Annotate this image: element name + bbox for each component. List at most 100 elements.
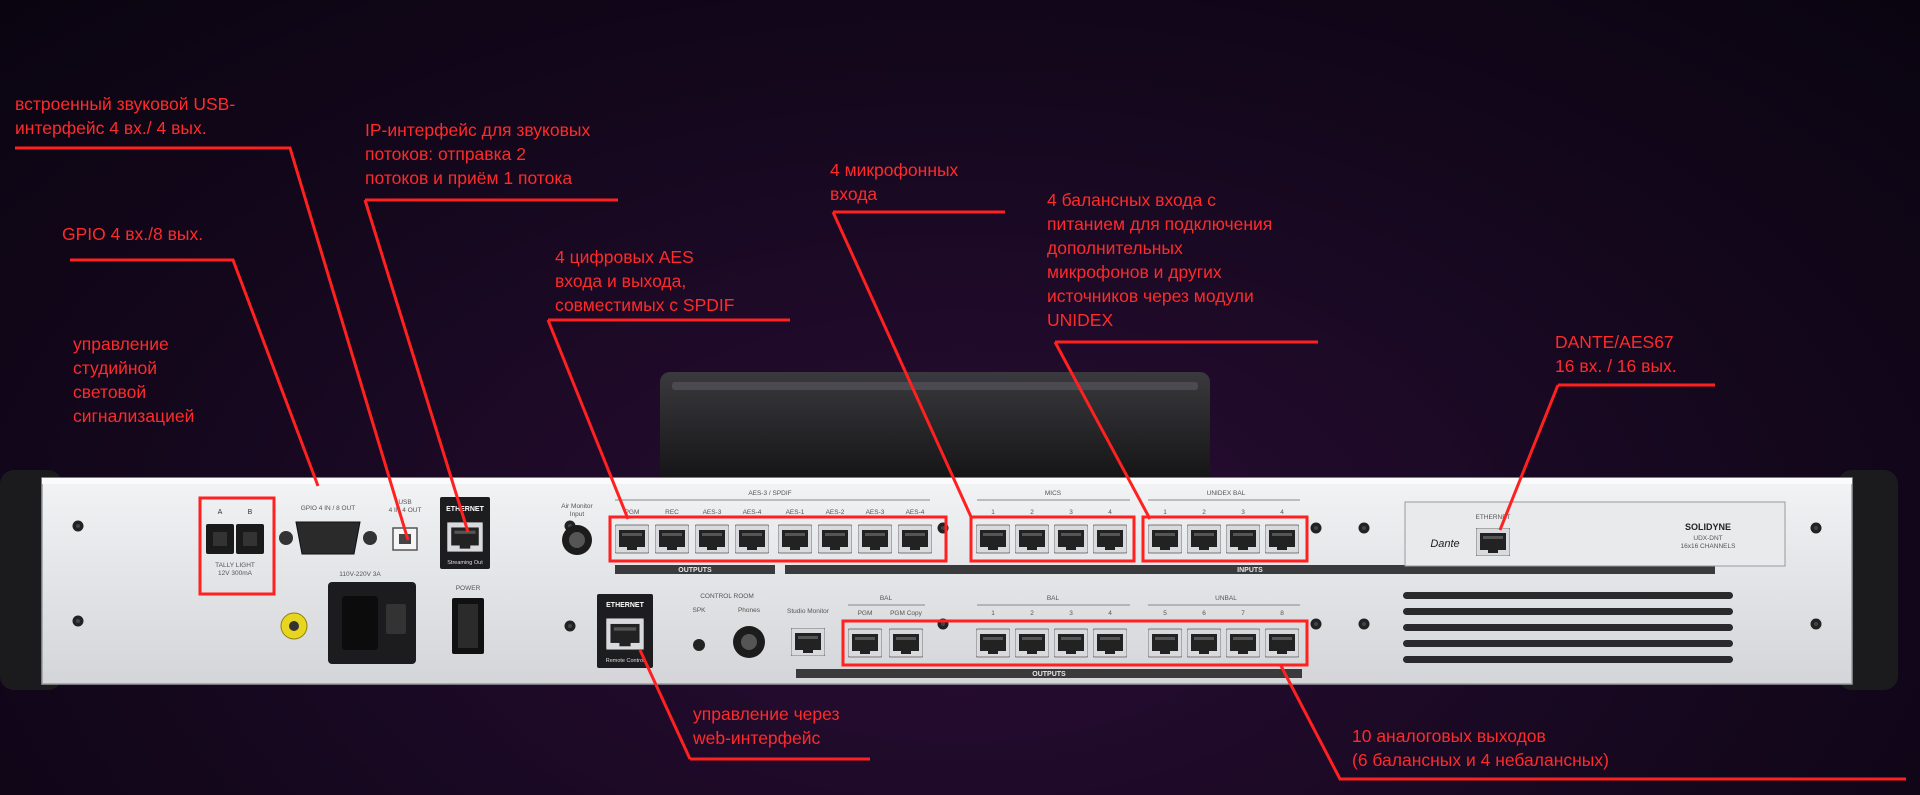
- screw: [1810, 522, 1822, 534]
- phones-jack[interactable]: [733, 626, 765, 658]
- annotation-mics: 4 микрофонных входа: [830, 160, 959, 204]
- spk-jack[interactable]: [693, 639, 705, 651]
- bal-pgm-port[interactable]: [848, 628, 882, 658]
- brand-label: SOLIDYNE: [1685, 522, 1731, 532]
- unbal-out-label: 5: [1163, 610, 1167, 617]
- aes-out-port[interactable]: [615, 524, 649, 554]
- air-monitor-jack[interactable]: [562, 525, 592, 555]
- annotation-usb: встроенный звуковой USB- интерфейс 4 вх.…: [15, 94, 236, 138]
- tally-rating-label: 12V 300mA: [218, 570, 253, 577]
- leader-unidex: [1053, 341, 1152, 520]
- unidex-label: 1: [1163, 509, 1167, 516]
- aes-highlight: [608, 515, 948, 563]
- annotation-dante: DANTE/AES67 16 вх. / 16 вых.: [1555, 332, 1677, 376]
- mic-port[interactable]: [1015, 524, 1049, 554]
- phones-label: Phones: [738, 607, 761, 614]
- unbal-out-port[interactable]: [1226, 628, 1260, 658]
- unidex-port[interactable]: [1226, 524, 1260, 554]
- unidex-group-label: UNIDEX BAL: [1207, 490, 1246, 497]
- unbal-out-port[interactable]: [1148, 628, 1182, 658]
- aes-out-port[interactable]: [695, 524, 729, 554]
- mains-inlet[interactable]: [328, 582, 416, 664]
- usb-io-label: 4 IN 4 OUT: [389, 507, 422, 514]
- studio-monitor-label: Studio Monitor: [787, 608, 830, 615]
- bal-out-port[interactable]: [1015, 628, 1049, 658]
- ground-terminal[interactable]: [280, 612, 308, 640]
- bal-out-port[interactable]: [1054, 628, 1088, 658]
- ventilation-slots: [1403, 592, 1733, 663]
- bal-pgm-port[interactable]: [889, 628, 923, 658]
- tally-jack-a[interactable]: [206, 524, 234, 554]
- aes-out-port[interactable]: [735, 524, 769, 554]
- analog-highlight: [841, 619, 1309, 667]
- bal-pgm-label: PGM: [858, 610, 873, 617]
- dante-module: Dante ETHERNET SOLIDYNE UDX-DNT 16x16 CH…: [1404, 501, 1786, 567]
- unbal-group-label: UNBAL: [1215, 595, 1237, 602]
- aes-in-label: AES-1: [786, 509, 805, 516]
- inputs-label: INPUTS: [1237, 567, 1263, 574]
- power-label: POWER: [456, 585, 481, 592]
- dante-ethernet-port[interactable]: [1476, 528, 1510, 556]
- mic-port[interactable]: [1054, 524, 1088, 554]
- unidex-port[interactable]: [1187, 524, 1221, 554]
- mic-port[interactable]: [976, 524, 1010, 554]
- annotation-gpio: GPIO 4 вх./8 вых.: [62, 224, 204, 244]
- aes-out-port[interactable]: [655, 524, 689, 554]
- annotation-aes: 4 цифровых AES входа и выхода, совместим…: [555, 247, 735, 315]
- unidex-label: 3: [1241, 509, 1245, 516]
- aes-in-port[interactable]: [898, 524, 932, 554]
- tally-a-label: A: [218, 509, 223, 516]
- leader-aes: [546, 319, 630, 520]
- unbal-out-port[interactable]: [1187, 628, 1221, 658]
- rack-handle: [660, 372, 1210, 482]
- mic-port[interactable]: [1093, 524, 1127, 554]
- unbal-out-label: 8: [1280, 610, 1284, 617]
- model-label: UDX-DNT: [1693, 535, 1722, 542]
- leader-gpio: [70, 258, 320, 487]
- studio-monitor-port[interactable]: [791, 628, 825, 656]
- remote-control-label: Remote Control: [606, 658, 645, 664]
- mics-group-label: MICS: [1045, 490, 1062, 497]
- annotation-web: управление через web-интерфейс: [693, 704, 840, 748]
- leader-web: [638, 649, 692, 760]
- usb-label: USB: [398, 499, 411, 506]
- leader-lines: [15, 146, 1906, 781]
- dante-logo: Dante: [1430, 538, 1459, 550]
- remote-ethernet-port[interactable]: [606, 618, 644, 650]
- unidex-port[interactable]: [1148, 524, 1182, 554]
- leader-streaming: [363, 199, 470, 533]
- leader-dante: [1498, 384, 1560, 531]
- aes-out-label: AES-3: [703, 509, 722, 516]
- remote-ethernet-block: ETHERNET Remote Control: [597, 594, 653, 668]
- mic-label: 1: [991, 509, 995, 516]
- power-switch[interactable]: [452, 598, 484, 654]
- aes-group-label: AES-3 / SPDIF: [748, 490, 791, 497]
- mic-label: 4: [1108, 509, 1112, 516]
- streaming-ethernet-label: ETHERNET: [446, 506, 484, 513]
- control-room-label: CONTROL ROOM: [700, 593, 754, 600]
- gpio-connector[interactable]: [279, 521, 377, 555]
- bal-out-port[interactable]: [1093, 628, 1127, 658]
- unbal-out-port[interactable]: [1265, 628, 1299, 658]
- screw: [1310, 618, 1322, 630]
- tally-b-label: B: [248, 509, 253, 516]
- outputs-top-label: OUTPUTS: [678, 567, 712, 574]
- model-sub-label: 16x16 CHANNELS: [1681, 543, 1737, 550]
- outputs-bottom-label: OUTPUTS: [1032, 671, 1066, 678]
- aes-in-port[interactable]: [778, 524, 812, 554]
- aes-in-port[interactable]: [858, 524, 892, 554]
- unbal-out-label: 7: [1241, 610, 1245, 617]
- bal-out-port[interactable]: [976, 628, 1010, 658]
- streaming-ethernet-block: ETHERNET Streaming Out: [440, 497, 490, 569]
- unidex-port[interactable]: [1265, 524, 1299, 554]
- bal-out-label: 1: [991, 610, 995, 617]
- gpio-label: GPIO 4 IN / 8 OUT: [301, 505, 356, 512]
- aes-in-port[interactable]: [818, 524, 852, 554]
- mic-label: 3: [1069, 509, 1073, 516]
- tally-jack-b[interactable]: [236, 524, 264, 554]
- unidex-label: 4: [1280, 509, 1284, 516]
- annotation-tally: управление студийной световой сигнализац…: [73, 334, 195, 426]
- unidex-label: 2: [1202, 509, 1206, 516]
- screw: [1310, 522, 1322, 534]
